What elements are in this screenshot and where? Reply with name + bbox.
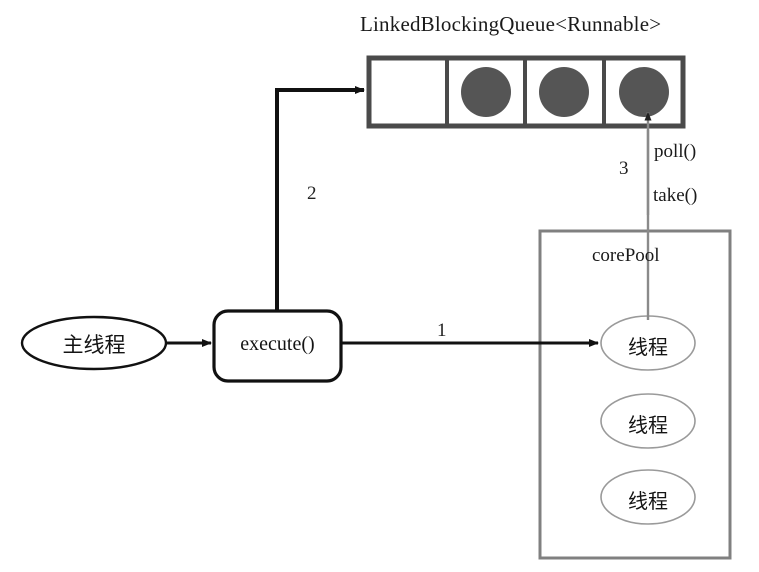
- main-thread-ellipse: [20, 315, 168, 371]
- edge-1-label: 1: [437, 320, 447, 341]
- thread-label-2: 线程: [628, 415, 668, 437]
- corepool-box: [538, 229, 732, 560]
- thread-label-1: 线程: [628, 337, 668, 359]
- thread-ellipse-2: [600, 393, 696, 449]
- edge-2-line: [275, 86, 365, 311]
- thread-ellipse-3: [600, 469, 696, 525]
- queue-task-circle-2: [539, 67, 589, 117]
- queue-task-circle-1: [461, 67, 511, 117]
- edge-3-label: 3: [619, 158, 629, 179]
- thread-label-3: 线程: [628, 491, 668, 513]
- main-thread-label: 主线程: [62, 333, 126, 357]
- execute-label: execute(): [240, 333, 315, 355]
- queue-title: LinkedBlockingQueue<Runnable>: [360, 12, 662, 36]
- corepool-label: corePool: [592, 245, 660, 266]
- take-operation-label: take(): [653, 185, 698, 206]
- poll-operation-label: poll(): [654, 141, 697, 162]
- edge-2-label: 2: [307, 183, 317, 204]
- queue-task-circle-3: [619, 67, 669, 117]
